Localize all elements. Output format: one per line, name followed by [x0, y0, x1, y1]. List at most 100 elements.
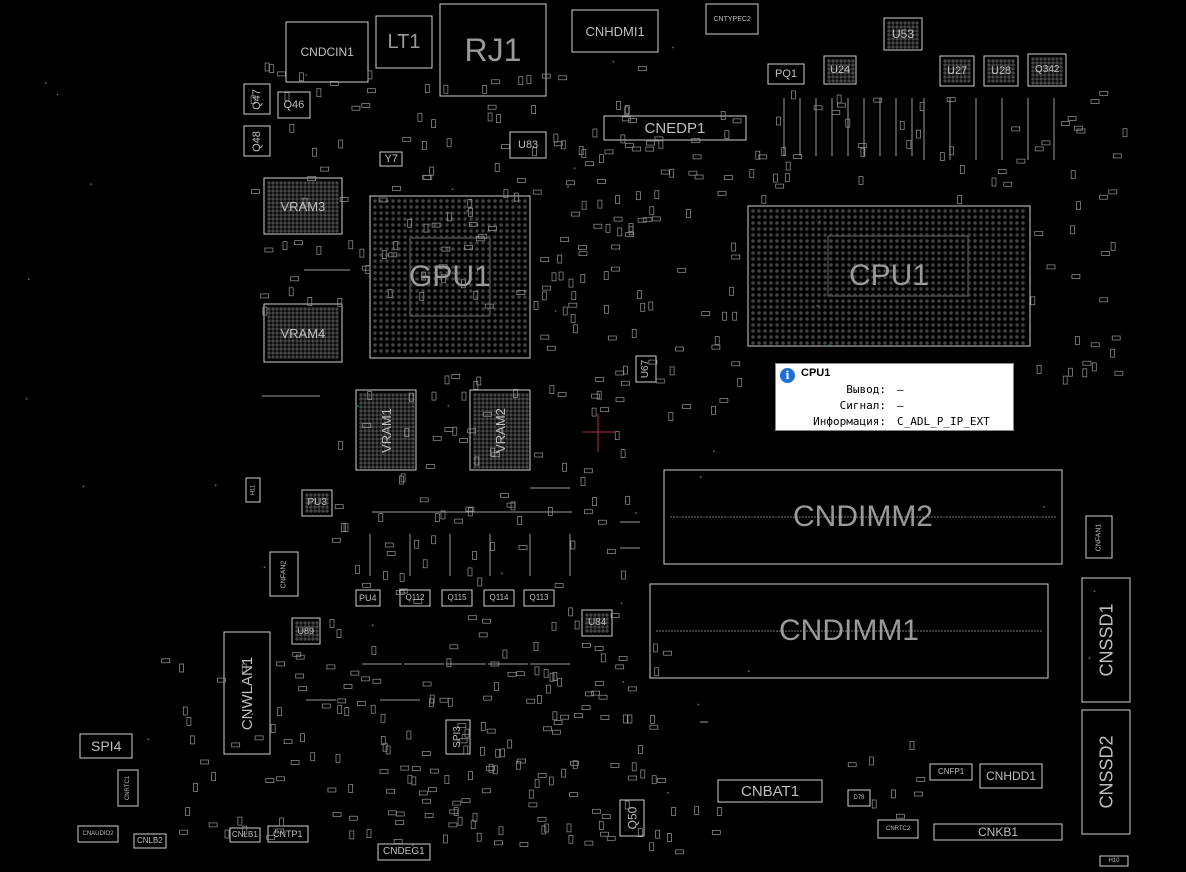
component-cntp1-outline[interactable] — [267, 825, 309, 843]
component-y7-outline[interactable] — [379, 151, 403, 167]
component-label-u84: U84 — [588, 617, 607, 628]
component-label-q50: Q50 — [624, 806, 639, 830]
component-cnlb2-outline[interactable] — [133, 833, 167, 849]
tooltip-row-pin: Вывод: — — [776, 383, 1010, 397]
component-label-q47: Q47 — [250, 88, 263, 110]
component-cnedp1-outline[interactable] — [603, 115, 747, 141]
component-q113-outline[interactable] — [523, 589, 555, 607]
component-u67-outline[interactable] — [635, 355, 657, 383]
component-cndeg1-outline[interactable] — [377, 843, 431, 861]
component-u27-outline[interactable] — [939, 55, 975, 87]
component-q112-outline[interactable] — [399, 589, 431, 607]
component-label-h11: H11 — [249, 484, 256, 496]
tooltip-key-info: Информация: — [813, 415, 886, 428]
tooltip-key-pin: Вывод: — [846, 383, 886, 396]
component-rj1-outline[interactable] — [439, 3, 547, 97]
component-q342-outline[interactable] — [1027, 53, 1067, 87]
component-label-cnlb1: CNLB1 — [232, 830, 258, 839]
tooltip-row-info: Информация: C_ADL_P_IP_EXT — [776, 415, 1010, 429]
component-vram3-outline[interactable] — [263, 177, 343, 235]
component-label-h10: H10 — [1108, 858, 1120, 864]
component-cnfp1-outline[interactable] — [929, 763, 973, 781]
component-cndimm2-outline[interactable] — [663, 469, 1063, 565]
component-q115-outline[interactable] — [441, 589, 473, 607]
component-q50-outline[interactable] — [619, 799, 645, 837]
component-label-cnrtc2: CNRTC2 — [886, 826, 911, 832]
component-cnssd1-outline[interactable] — [1081, 577, 1131, 703]
component-cnbat1-outline[interactable] — [717, 779, 823, 803]
component-label-vram1: VRAM1 — [378, 407, 394, 453]
component-cnwlan1-outline[interactable] — [223, 631, 271, 755]
component-label-cndcin1: CNDCIN1 — [300, 45, 354, 59]
component-cnlb1-outline[interactable] — [229, 827, 261, 843]
component-label-cnssd2: CNSSD2 — [1096, 735, 1117, 809]
component-label-u83: U83 — [518, 138, 539, 151]
component-label-q46: Q46 — [283, 98, 305, 111]
component-label-pu4: PU4 — [359, 592, 377, 603]
component-cnkb1-outline[interactable] — [933, 823, 1063, 841]
component-u83-outline[interactable] — [509, 131, 547, 159]
component-label-u67: U67 — [640, 359, 652, 379]
component-u53-outline[interactable] — [883, 17, 923, 51]
component-label-cndimm2: CNDIMM2 — [793, 500, 933, 533]
component-cnfan1-outline[interactable] — [1085, 515, 1113, 559]
component-h10-outline[interactable] — [1099, 855, 1129, 867]
component-label-vram2: VRAM2 — [492, 407, 508, 453]
component-label-q342: Q342 — [1035, 64, 1060, 75]
component-label-cnlb2: CNLB2 — [137, 836, 163, 845]
component-cnhdmi1-outline[interactable] — [571, 9, 659, 53]
component-pu4-outline[interactable] — [355, 589, 381, 607]
component-label-q115: Q115 — [447, 593, 467, 602]
info-icon: i — [780, 368, 795, 383]
component-label-rj1: RJ1 — [464, 32, 522, 68]
component-vram2-outline[interactable] — [469, 389, 531, 471]
component-d78-outline[interactable] — [847, 789, 871, 807]
component-label-cndimm1: CNDIMM1 — [779, 614, 919, 647]
component-cpu1-outline[interactable] — [747, 205, 1031, 347]
component-u28-outline[interactable] — [983, 55, 1019, 87]
component-label-pq1: PQ1 — [775, 67, 798, 80]
component-cnrtc2-outline[interactable] — [877, 819, 919, 839]
tooltip-title: CPU1 — [801, 367, 831, 379]
component-label-cntypec2: CNTYPEC2 — [713, 15, 751, 23]
component-u89-outline[interactable] — [291, 617, 321, 645]
component-label-spi3: SPI3 — [451, 726, 463, 748]
component-cndcin1-outline[interactable] — [285, 21, 369, 83]
component-q47-outline[interactable] — [243, 83, 271, 115]
component-pu3-outline[interactable] — [301, 489, 333, 517]
component-u84-outline[interactable] — [581, 609, 613, 637]
component-lt1-outline[interactable] — [375, 15, 433, 69]
component-pq1-outline[interactable] — [767, 63, 805, 85]
component-cndimm1-outline[interactable] — [649, 583, 1049, 679]
component-cnfan2-outline[interactable] — [269, 551, 299, 597]
component-cntypec2-outline[interactable] — [705, 3, 759, 35]
component-gpu1-outline[interactable] — [369, 195, 531, 359]
component-u24-outline[interactable] — [823, 55, 857, 85]
tooltip-key-signal: Сигнал: — [839, 399, 886, 412]
component-cnhdd1-outline[interactable] — [979, 763, 1043, 789]
component-vram4-outline[interactable] — [263, 303, 343, 363]
component-h11-outline[interactable] — [245, 477, 261, 503]
component-label-q113: Q113 — [529, 593, 549, 602]
component-vram1-outline[interactable] — [355, 389, 417, 471]
component-cnrtc1-outline[interactable] — [117, 769, 139, 807]
component-label-cnaudio2: CNAUDIO2 — [82, 831, 114, 837]
component-cnaudio2-outline[interactable] — [77, 825, 119, 843]
component-label-vram3: VRAM3 — [280, 198, 326, 214]
component-cnssd2-outline[interactable] — [1081, 709, 1131, 835]
tooltip-row-signal: Сигнал: — — [776, 399, 1010, 413]
component-spi4-outline[interactable] — [79, 733, 133, 759]
tooltip-value-pin: — — [897, 383, 904, 396]
component-label-cntp1: CNTP1 — [273, 828, 303, 839]
component-label-u28: U28 — [991, 64, 1012, 77]
component-label-cnwlan1: CNWLAN1 — [238, 656, 256, 730]
component-label-u53: U53 — [892, 27, 915, 41]
component-q48-outline[interactable] — [243, 125, 271, 157]
component-label-pu3: PU3 — [307, 497, 327, 508]
component-label-d78: D78 — [853, 795, 865, 801]
component-q114-outline[interactable] — [483, 589, 515, 607]
crosshair-cursor — [582, 414, 616, 452]
component-q46-outline[interactable] — [277, 91, 311, 119]
